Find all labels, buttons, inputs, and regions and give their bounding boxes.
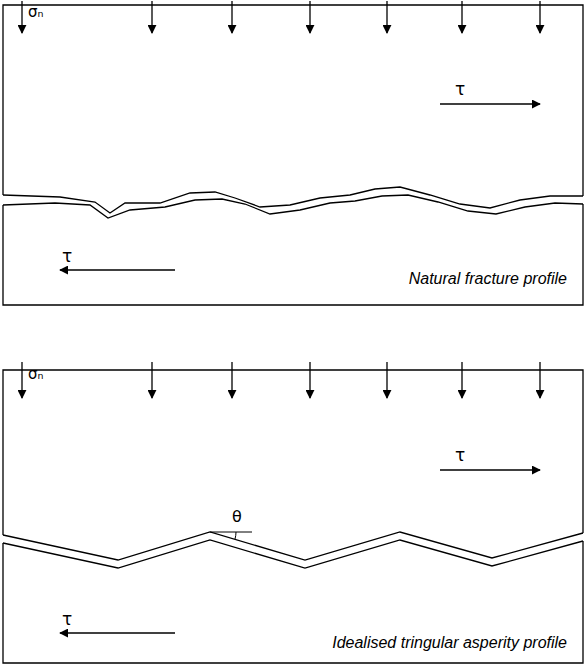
normal-stress-symbol: σₙ xyxy=(28,4,43,21)
shear-stress-symbol: τ xyxy=(62,610,72,629)
rock-blocks xyxy=(3,5,583,663)
asperity-surface xyxy=(3,532,583,560)
normal-stress-arrow xyxy=(309,1,310,33)
upper-block xyxy=(3,370,583,535)
normal-stress-arrow xyxy=(539,1,540,33)
asperity-surface xyxy=(3,540,583,568)
normal-stress-arrow xyxy=(539,362,540,398)
angle-reference xyxy=(210,532,252,533)
angle-arc xyxy=(235,532,236,539)
normal-stress-arrow xyxy=(461,1,462,33)
fracture-surface xyxy=(3,195,583,218)
normal-stress-symbol: σₙ xyxy=(28,366,43,383)
panel-caption: Natural fracture profile xyxy=(409,270,567,288)
shear-stress-arrow xyxy=(440,103,540,104)
shear-stress-arrow xyxy=(440,469,540,470)
normal-stress-arrow xyxy=(386,1,387,33)
shear-stress-symbol: τ xyxy=(455,80,465,99)
normal-stress-arrow xyxy=(231,1,232,33)
normal-stress-arrow xyxy=(151,1,152,33)
load-arrows xyxy=(22,1,540,633)
angle-symbol: θ xyxy=(232,508,242,526)
normal-stress-arrow xyxy=(386,362,387,398)
normal-stress-arrow xyxy=(461,362,462,398)
shear-stress-arrow xyxy=(60,269,175,270)
panel-caption: Idealised tringular asperity profile xyxy=(332,634,567,652)
normal-stress-arrow xyxy=(151,362,152,398)
normal-stress-arrow xyxy=(309,362,310,398)
normal-stress-arrow xyxy=(21,362,22,398)
shear-stress-symbol: τ xyxy=(455,446,465,465)
fracture-surface xyxy=(3,187,583,213)
upper-block xyxy=(3,5,583,196)
normal-stress-arrow xyxy=(231,362,232,398)
shear-stress-arrow xyxy=(60,632,175,633)
lower-block xyxy=(3,204,583,305)
shear-stress-symbol: τ xyxy=(62,247,72,266)
normal-stress-arrow xyxy=(21,1,22,33)
lower-block xyxy=(3,541,583,663)
